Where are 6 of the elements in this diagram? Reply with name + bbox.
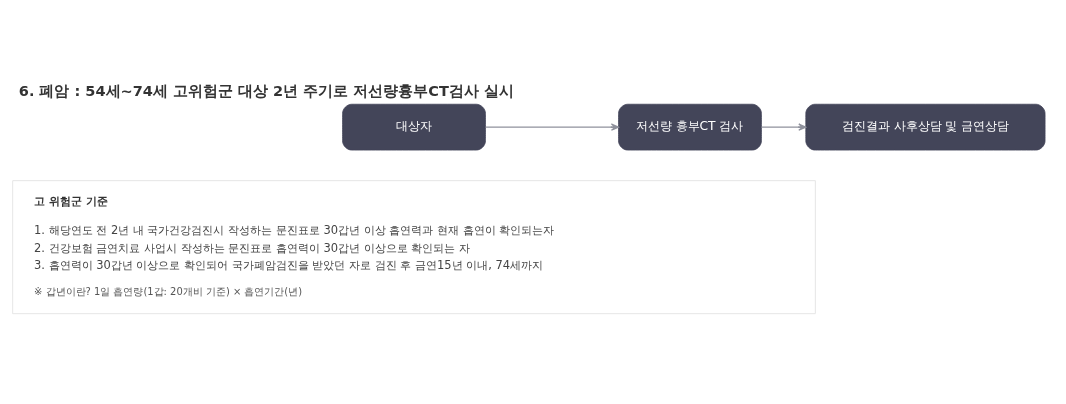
arrow [760, 123, 807, 131]
node-box: 대상자 [342, 103, 486, 151]
node-box: 검진결과 사후상담 및 금연상담 [805, 103, 1046, 151]
arrow [485, 123, 619, 131]
node-box: 저선량 흉부CT 검사 [618, 103, 762, 151]
diagram-title: 6. 폐암 : 54세~74세 고위험군 대상 2년 주기로 저선량흉부CT검사 실시 [18, 82, 514, 99]
